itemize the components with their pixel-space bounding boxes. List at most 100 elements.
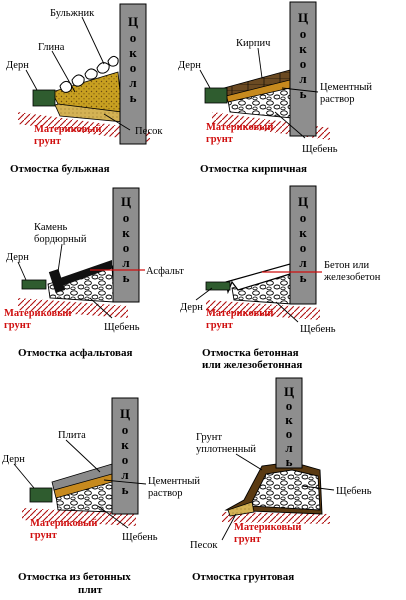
label-dern: Дерн: [178, 60, 201, 71]
panel-concrete: Ц о к о л ь Бетон или железобетон Дерн М…: [180, 185, 381, 371]
label-soil-2: грунт: [234, 534, 262, 545]
label-soil-1: Материковый: [206, 308, 273, 319]
label-glina: Глина: [38, 42, 65, 53]
plinth-letter: л: [299, 255, 306, 270]
plinth-letter: Ц: [128, 14, 138, 29]
label-soil-2: грунт: [206, 134, 234, 145]
panel-cobblestone: Ц о к о л ь Бульжник Глина Дерн Песок Ма…: [6, 3, 163, 175]
cobblestones: [59, 55, 119, 93]
plinth-letter: к: [129, 45, 137, 60]
sod-block: [21, 279, 47, 290]
sod-block: [205, 281, 231, 291]
label-dern: Дерн: [6, 60, 29, 71]
plinth-letter: л: [285, 440, 292, 455]
plinth-letter: о: [286, 398, 293, 413]
caption-brick: Отмостка кирпичная: [200, 163, 307, 175]
plinth-letter: ь: [130, 90, 137, 105]
label-cement-2: раствор: [320, 94, 355, 105]
sand-layer: [227, 501, 255, 517]
plinth-label: Ц о к о л ь: [120, 406, 130, 497]
caption-slabs-2: плит: [78, 584, 103, 596]
sod-block: [204, 87, 228, 104]
panel-concrete-slabs: Ц о к о л ь Плита Дерн Цементный раствор…: [2, 397, 200, 596]
label-soil-1: Материковый: [4, 308, 71, 319]
label-soil-1: Материковый: [234, 522, 301, 533]
label-pesok: Песок: [135, 126, 163, 137]
curb-stone: [48, 268, 66, 294]
label-bulyzhnik: Бульжник: [50, 8, 95, 19]
sod-block: [32, 89, 56, 107]
panel-brick: Ц о к о л ь Кирпич Дерн Цементный раство…: [178, 1, 372, 175]
plinth-letter: о: [300, 26, 307, 41]
plinth-letter: ь: [286, 454, 293, 469]
plinth: [119, 3, 147, 145]
label-beton-1: Бетон или: [324, 260, 369, 271]
plinth: [112, 187, 140, 303]
label-plita: Плита: [58, 430, 86, 441]
plinth-letter: о: [123, 210, 130, 225]
plinth-letter: к: [122, 225, 130, 240]
plinth-letter: к: [121, 437, 129, 452]
caption-slabs-1: Отмостка из бетонных: [18, 571, 131, 583]
plinth-label: Ц о к о л ь: [298, 194, 308, 285]
plinth-letter: Ц: [298, 194, 308, 209]
label-dern: Дерн: [180, 302, 203, 313]
label-cement-1: Цементный: [320, 82, 372, 93]
plinth-letter: к: [299, 225, 307, 240]
soil-hatch: [18, 112, 150, 142]
plinth-letter: Ц: [121, 194, 131, 209]
plinth-letter: ь: [123, 270, 130, 285]
label-kamen-2: бордюрный: [34, 234, 87, 245]
plinth-letter: о: [123, 240, 130, 255]
plinth: [275, 377, 303, 469]
soil-hatch: [222, 512, 330, 524]
plinth-letter: л: [121, 467, 128, 482]
label-kirpich: Кирпич: [236, 38, 271, 49]
plinth-label: Ц о к о л ь: [128, 14, 138, 105]
plinth-letter: л: [129, 75, 136, 90]
plinth: [289, 185, 317, 305]
label-soil-2: грунт: [30, 530, 58, 541]
label-pesok: Песок: [190, 540, 218, 551]
plinth-letter: о: [130, 60, 137, 75]
plinth-label: Ц о к о л ь: [284, 384, 294, 469]
label-soil-2: грунт: [4, 320, 32, 331]
caption-asphalt: Отмостка асфальтовая: [18, 347, 132, 359]
plinth-letter: л: [299, 71, 306, 86]
plinth-letter: о: [300, 56, 307, 71]
label-kamen-1: Камень: [34, 222, 67, 233]
plinth-letter: Ц: [284, 384, 294, 399]
label-shcheben: Щебень: [122, 532, 158, 543]
plinth-letter: о: [130, 30, 137, 45]
label-shcheben: Щебень: [302, 144, 338, 155]
plinth-letter: л: [122, 255, 129, 270]
plinth-letter: к: [285, 412, 293, 427]
label-beton-2: железобетон: [323, 272, 381, 283]
gravel-layer: [249, 469, 321, 511]
label-shcheben: Щебень: [300, 324, 336, 335]
plinth-label: Ц о к о л ь: [121, 194, 131, 285]
label-soil-2: грунт: [34, 136, 62, 147]
plinth-letter: ь: [122, 482, 129, 497]
caption-concrete-2: или железобетонная: [202, 359, 302, 371]
caption-concrete-1: Отмостка бетонная: [202, 347, 299, 359]
soil-hatch: [206, 300, 320, 320]
label-shcheben: Щебень: [336, 486, 372, 497]
label-soil-1: Материковый: [206, 122, 273, 133]
label-dern: Дерн: [6, 252, 29, 263]
plinth-letter: о: [286, 426, 293, 441]
plinth-label: Ц о к о л ь: [298, 10, 308, 101]
label-shcheben: Щебень: [104, 322, 140, 333]
soil-hatch: [18, 298, 128, 318]
panel-asphalt: Ц о к о л ь Камень бордюрный Дерн Асфаль…: [4, 187, 184, 359]
plinth-letter: к: [299, 41, 307, 56]
plinth-letter: ь: [300, 86, 307, 101]
label-grunt-upl-1: Грунт: [196, 432, 222, 443]
asphalt-layer: [60, 260, 112, 286]
label-cement-1: Цементный: [148, 476, 200, 487]
plinth-letter: ь: [300, 270, 307, 285]
sod-block: [29, 487, 53, 503]
label-cement-2: раствор: [148, 488, 183, 499]
caption-cobblestone: Отмостка бульжная: [10, 163, 110, 175]
